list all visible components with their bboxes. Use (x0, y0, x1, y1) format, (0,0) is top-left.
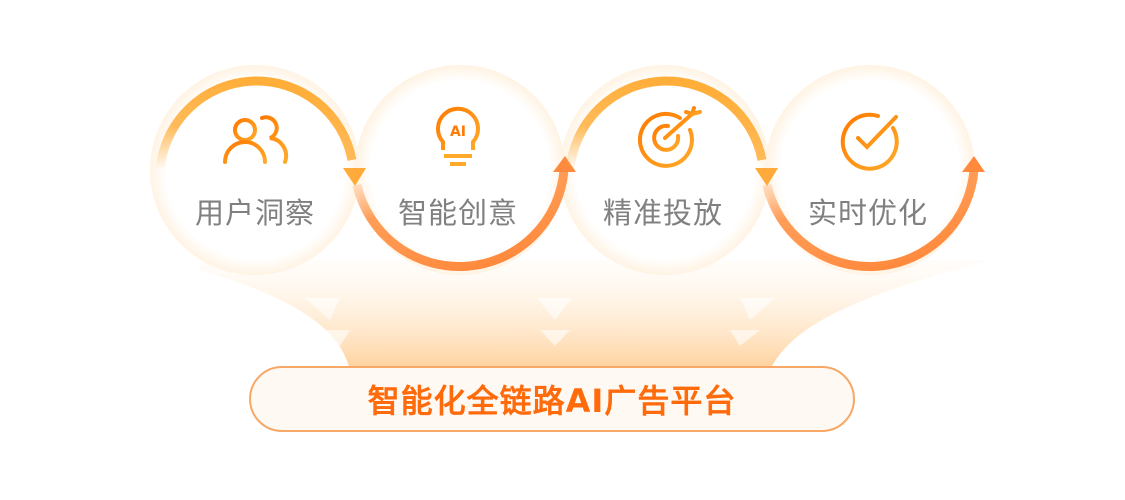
arrow-up-icon (962, 156, 985, 172)
platform-pill: 智能化全链路AI广告平台 (249, 366, 855, 432)
bottom-arc-4 (762, 169, 979, 271)
arrow-down-icon (755, 168, 778, 186)
step-label-1: 用户洞察 (194, 196, 315, 230)
top-arc-3 (565, 76, 767, 171)
top-arc-1 (155, 76, 357, 171)
step-circle-3 (560, 65, 770, 275)
step-label-4: 实时优化 (807, 196, 928, 230)
ai-lightbulb-icon: AI (436, 106, 480, 166)
step-label-3: 精准投放 (602, 196, 723, 230)
down-triangles (305, 298, 775, 346)
step-label-2: 智能创意 (397, 196, 518, 230)
platform-label: 智能化全链路AI广告平台 (367, 382, 737, 420)
target-arrow-icon (637, 106, 702, 168)
users-icon (223, 115, 289, 164)
funnel-glow (200, 260, 990, 370)
svg-text:AI: AI (450, 124, 466, 140)
step-circle-1 (150, 65, 360, 275)
step-circle-2 (355, 65, 565, 275)
bottom-arc-2 (352, 169, 569, 271)
arrow-down-icon (343, 168, 366, 186)
clock-check-icon (838, 110, 899, 178)
